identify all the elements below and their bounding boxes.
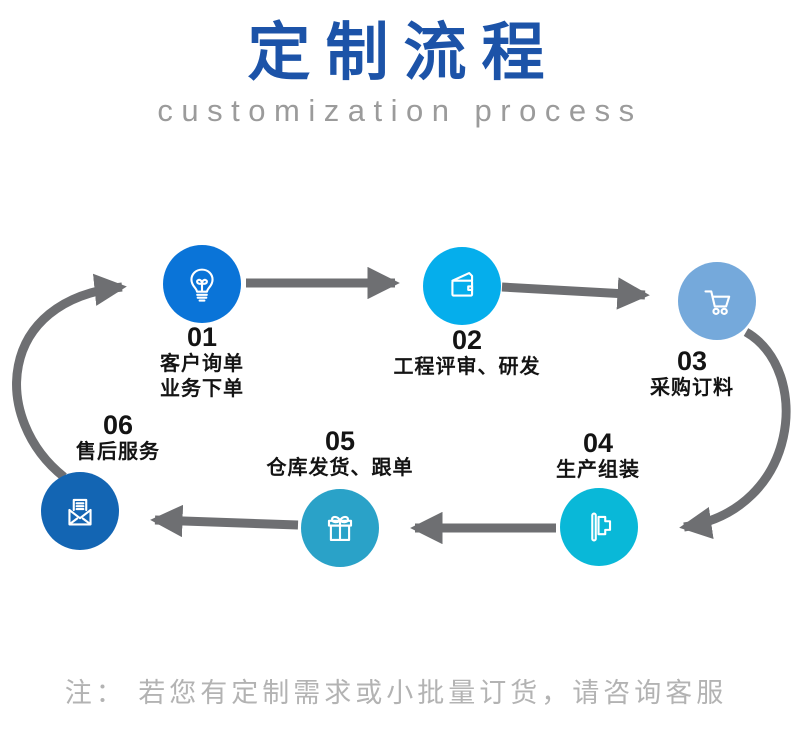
- step-label-03: 03 采购订料: [650, 346, 734, 401]
- step-text: 售后服务: [76, 441, 160, 464]
- step-label-04: 04 生产组装: [556, 428, 640, 483]
- step-text: 仓库发货、跟单: [266, 457, 414, 480]
- step-number: 01: [186, 322, 218, 352]
- cart-icon: [704, 290, 731, 315]
- arrow-step6-to-step1: [12, 273, 127, 481]
- step-circle-04: [560, 488, 638, 566]
- step-text: 工程评审、研发: [393, 356, 541, 379]
- page-header: 定制流程 customization process: [0, 14, 792, 129]
- step-number: 05: [324, 426, 356, 456]
- flag-icon: [591, 512, 612, 542]
- gift-icon: [327, 515, 353, 542]
- arrow-step3-to-step4: [679, 328, 791, 540]
- page-subtitle: customization process: [157, 92, 643, 128]
- footer-note: 注： 若您有定制需求或小批量订货，请咨询客服: [64, 678, 728, 708]
- step-number: 04: [582, 428, 614, 458]
- step-text: 生产组装: [556, 459, 640, 482]
- step-text: 业务下单: [160, 377, 244, 400]
- step-number: 02: [451, 325, 483, 355]
- arrow-step2-to-step3: [501, 277, 650, 310]
- step-label-01: 01 客户询单 业务下单: [160, 322, 244, 401]
- lightbulb-icon: [190, 268, 214, 302]
- step-circle-05: [301, 489, 379, 567]
- arrow-step5-to-step6: [150, 504, 299, 538]
- step-circle-03: [678, 262, 756, 340]
- step-number: 03: [676, 346, 708, 376]
- step-label-02: 02 工程评审、研发: [394, 325, 541, 380]
- step-text: 采购订料: [650, 377, 734, 400]
- step-label-06: 06 售后服务: [76, 410, 160, 465]
- envelope-icon: [68, 498, 92, 526]
- step-circle-06: [41, 472, 119, 550]
- page-title: 定制流程: [247, 18, 560, 88]
- step-circle-02: [423, 247, 501, 325]
- wallet-icon: [451, 272, 474, 297]
- step-label-05: 05 仓库发货、跟单: [267, 426, 414, 481]
- step-number: 06: [102, 410, 134, 440]
- step-circle-01: [163, 245, 241, 323]
- step-text: 客户询单: [160, 353, 244, 376]
